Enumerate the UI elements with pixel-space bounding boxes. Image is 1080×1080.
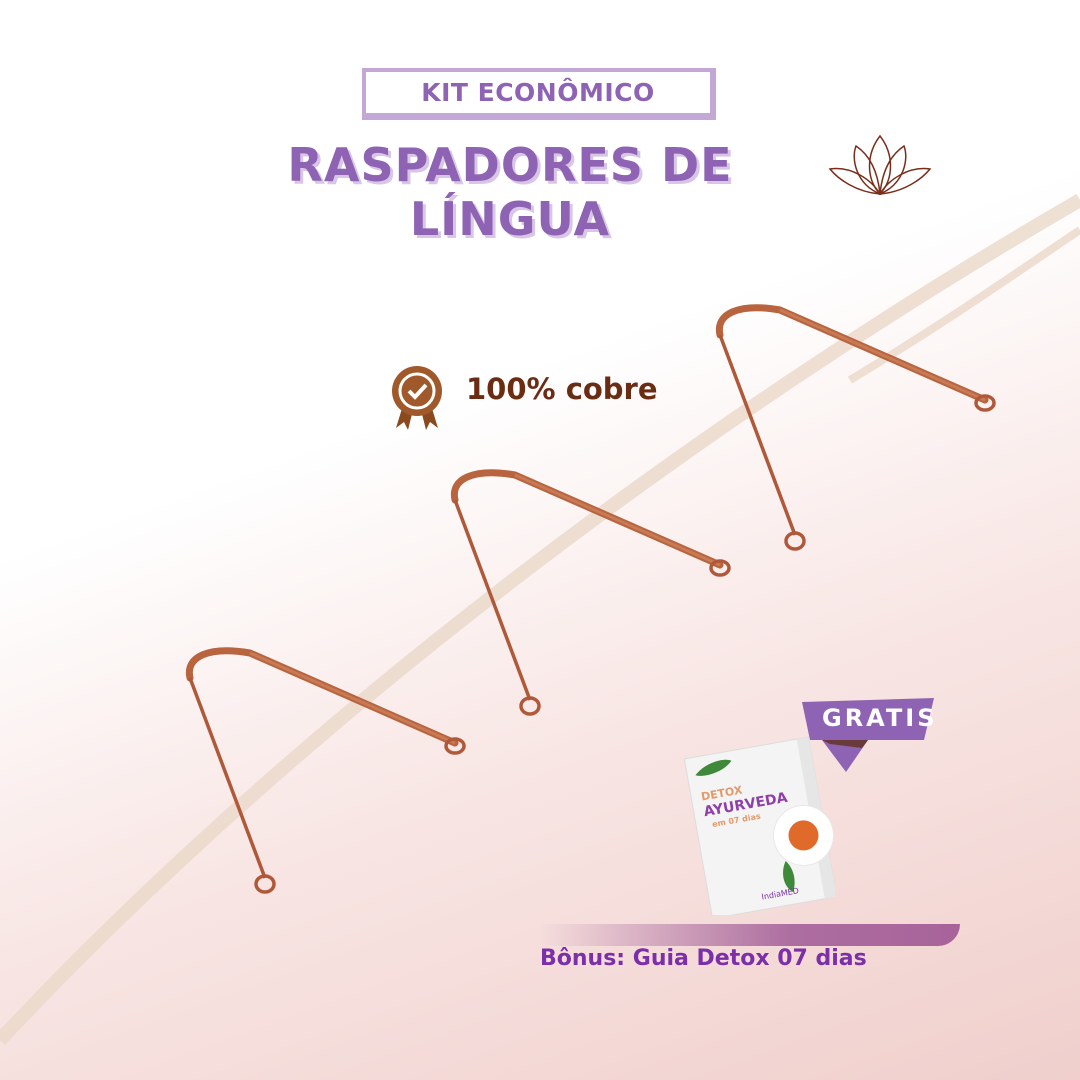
kit-label-text: KIT ECONÔMICO bbox=[421, 78, 655, 107]
gratis-tag: GRATIS bbox=[822, 704, 938, 732]
bonus-caption: Bônus: Guia Detox 07 dias bbox=[540, 946, 867, 971]
tongue-scraper-1 bbox=[189, 651, 464, 892]
shelf-underline bbox=[540, 924, 960, 946]
certified-badge-icon bbox=[392, 366, 442, 430]
tongue-scraper-3 bbox=[719, 308, 994, 549]
page-title: RASPADORES DE LÍNGUA bbox=[287, 138, 733, 246]
kit-label: KIT ECONÔMICO bbox=[362, 68, 716, 120]
lotus-icon bbox=[828, 134, 932, 196]
ebook-cover: DETOX AYURVEDA em 07 dias IndiaMED bbox=[683, 736, 835, 915]
gratis-ribbon bbox=[802, 698, 934, 772]
copper-claim: 100% cobre bbox=[466, 372, 658, 406]
